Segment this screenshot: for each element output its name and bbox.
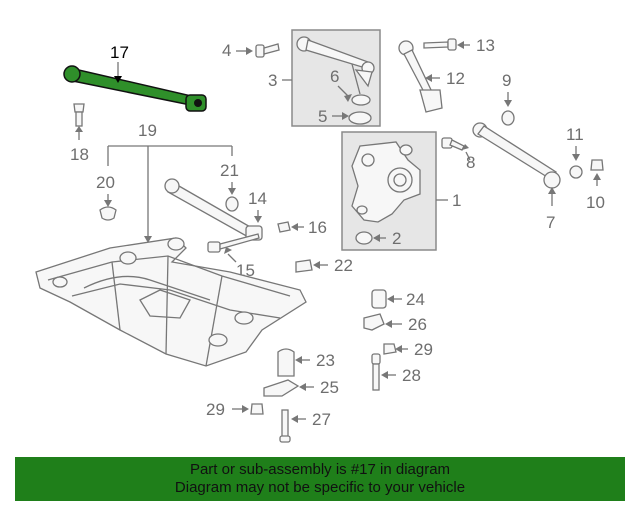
callout-28: 28	[402, 366, 421, 385]
callout-26: 26	[408, 315, 427, 334]
callout-6: 6	[330, 67, 339, 86]
callout-8: 8	[466, 153, 475, 172]
callout-23: 23	[316, 351, 335, 370]
part-13-bolt	[423, 38, 457, 51]
part-9-bushing	[501, 110, 515, 126]
part-6-seal	[351, 94, 371, 106]
part-17-arm[interactable]	[63, 65, 207, 112]
callout-29-right: 29	[414, 340, 433, 359]
part-12-arm	[398, 40, 443, 113]
callout-2: 2	[392, 229, 401, 248]
callout-9: 9	[502, 71, 511, 90]
callout-12: 12	[446, 69, 465, 88]
callout-3: 3	[268, 71, 277, 90]
callout-7: 7	[546, 213, 555, 232]
part-4-bolt	[255, 43, 280, 58]
part-27-bolt	[279, 409, 291, 443]
part-8-bolt	[441, 137, 465, 151]
callout-21: 21	[220, 161, 239, 180]
info-banner: Part or sub-assembly is #17 in diagram D…	[15, 457, 625, 501]
part-20-bushing	[99, 206, 117, 221]
part-24-bushing	[371, 289, 387, 309]
part-1-knuckle	[351, 141, 421, 223]
part-15-bolt	[207, 233, 260, 253]
callout-29-left: 29	[206, 400, 225, 419]
callout-14: 14	[248, 189, 267, 208]
part-21-bushing	[225, 196, 239, 212]
banner-line-1: Part or sub-assembly is #17 in diagram	[189, 461, 451, 478]
callout-17-arrow	[114, 76, 122, 83]
callout-1: 1	[452, 191, 461, 210]
callout-24: 24	[406, 290, 425, 309]
part-28-bolt	[371, 353, 381, 391]
callout-27: 27	[312, 410, 331, 429]
part-22-nut	[295, 259, 313, 273]
callout-25: 25	[320, 378, 339, 397]
part-11-bushing	[569, 165, 583, 179]
part-18-bolt	[73, 103, 85, 127]
banner-line-2: Diagram may not be specific to your vehi…	[174, 479, 466, 496]
part-5-boot	[348, 111, 372, 125]
callout-13: 13	[476, 36, 495, 55]
callout-17: 17	[110, 43, 129, 62]
callout-19: 19	[138, 121, 157, 140]
callout-20: 20	[96, 173, 115, 192]
part-2-bushing	[355, 231, 373, 245]
callout-16: 16	[308, 218, 327, 237]
part-29-nut-left	[250, 403, 264, 415]
part-29-nut-right	[383, 343, 397, 355]
part-16-nut	[277, 221, 291, 233]
part-25-plate	[263, 379, 300, 397]
callout-11: 11	[566, 125, 584, 144]
part-19-subframe	[35, 237, 307, 367]
callout-22: 22	[334, 256, 353, 275]
part-3-upper-arm	[296, 36, 375, 95]
callout-5: 5	[318, 107, 327, 126]
callout-10: 10	[586, 193, 605, 212]
part-10-nut	[590, 159, 604, 171]
part-7-link	[472, 122, 561, 189]
part-26-bracket	[363, 313, 385, 331]
part-23-mount	[277, 348, 295, 377]
parts-diagram: 17 18 19 20 21 14 16 1 5	[35, 29, 605, 443]
callout-4: 4	[222, 41, 231, 60]
callout-18: 18	[70, 145, 89, 164]
